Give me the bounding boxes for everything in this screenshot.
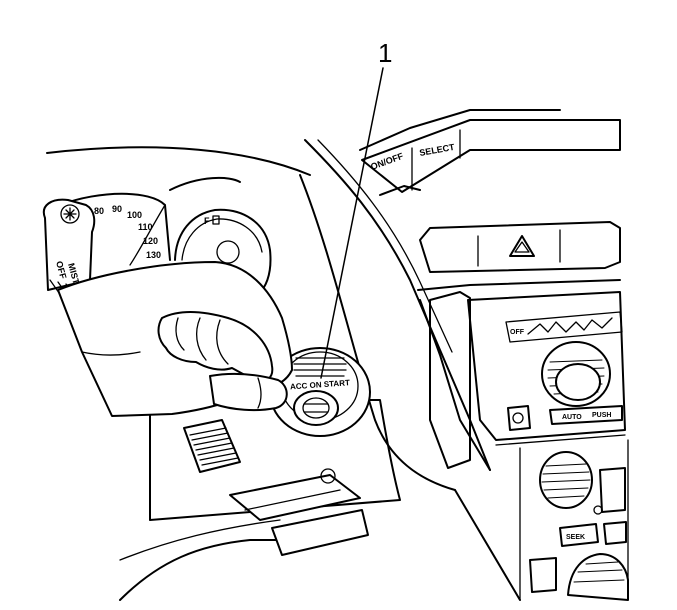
center-console: ON/OFF SELECT OFF AUTO PUSH bbox=[359, 109, 629, 601]
gauge-tick-110: 110 bbox=[138, 222, 153, 232]
instrument-cluster: 80 90 100 110 120 130 F bbox=[59, 176, 272, 296]
tuning-knob[interactable] bbox=[567, 553, 629, 601]
gauge-tick-80: 80 bbox=[94, 206, 104, 216]
climate-auto-label: AUTO bbox=[562, 414, 582, 421]
seek-button[interactable]: SEEK bbox=[559, 523, 599, 547]
dash-vent bbox=[183, 419, 241, 473]
callout-leader-line bbox=[320, 67, 384, 379]
ignition-bezel-ridges bbox=[293, 357, 347, 377]
climate-off-label: OFF bbox=[510, 329, 525, 336]
stalk-label-off: OFF bbox=[54, 260, 68, 280]
climate-control-panel: OFF AUTO PUSH bbox=[467, 291, 626, 441]
gauge-tick-130: 130 bbox=[146, 250, 161, 260]
hand bbox=[57, 261, 293, 417]
volume-knob[interactable] bbox=[539, 451, 593, 509]
fuel-gauge: F bbox=[174, 208, 272, 296]
fuel-pump-icon bbox=[212, 215, 220, 225]
gauge-tick-90: 90 bbox=[112, 204, 122, 214]
wiper-symbol-icon bbox=[63, 207, 77, 221]
callout-number: 1 bbox=[378, 38, 392, 68]
ignition-switch: ACC ON START bbox=[269, 347, 371, 437]
dashboard-outline bbox=[46, 139, 521, 601]
audio-seek-label: SEEK bbox=[566, 534, 585, 541]
recirc-button[interactable] bbox=[507, 405, 531, 431]
climate-push-label: PUSH bbox=[592, 412, 611, 419]
gauge-tick-100: 100 bbox=[127, 210, 142, 220]
wiper-stalk: OFF MIST bbox=[42, 198, 96, 305]
airflow-mode-icons bbox=[527, 317, 613, 335]
fuel-full-letter: F bbox=[204, 216, 210, 226]
speedometer-ticks: 80 90 100 110 120 130 bbox=[94, 204, 161, 260]
auto-push-button[interactable]: AUTO PUSH bbox=[549, 405, 623, 425]
lower-dash-panel bbox=[149, 399, 401, 556]
temperature-knob[interactable] bbox=[541, 341, 611, 407]
ignition-positions-label: ACC ON START bbox=[290, 378, 350, 391]
hazard-button[interactable] bbox=[419, 221, 621, 273]
gauge-tick-120: 120 bbox=[143, 236, 158, 246]
callout-1: 1 bbox=[320, 38, 392, 379]
audio-panel: SEEK bbox=[495, 434, 629, 601]
